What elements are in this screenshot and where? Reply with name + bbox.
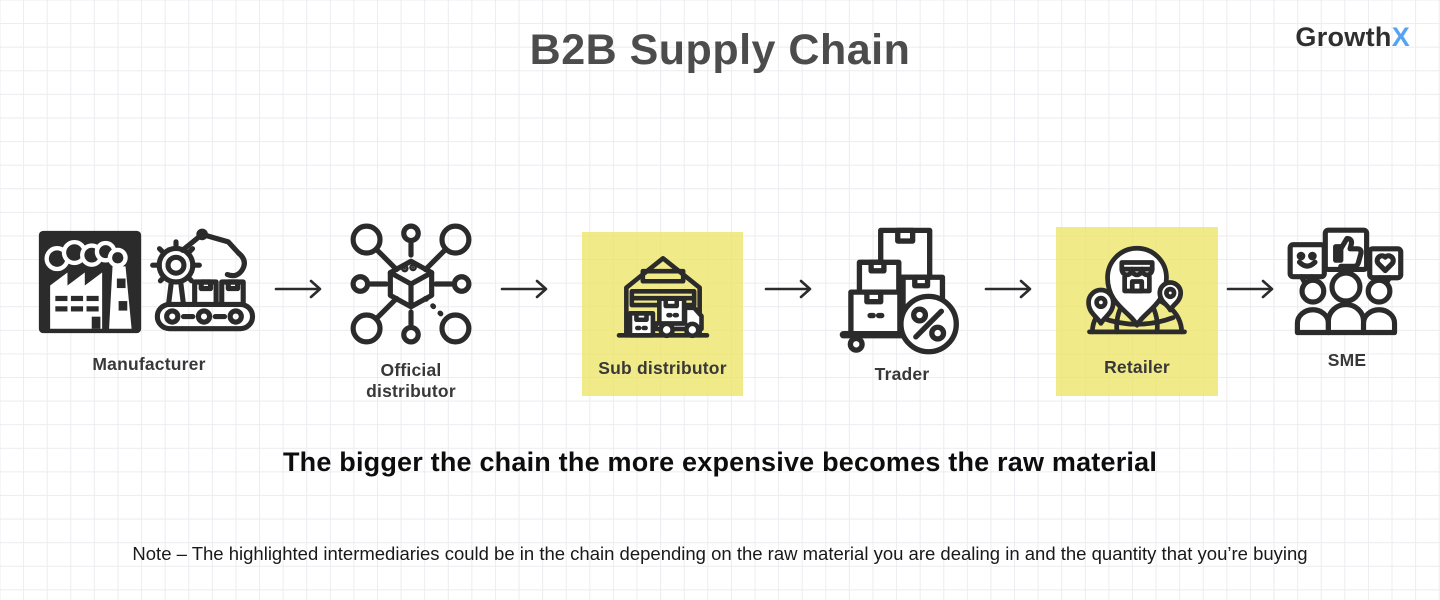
page-title: B2B Supply Chain [529,26,911,74]
manufacturer-icons [30,226,268,338]
stage-label-retailer: Retailer [1104,357,1170,377]
stage-label-official-distributor: Official distributor [366,360,456,401]
stage-manufacturer: Manufacturer [30,226,268,375]
stage-label-trader: Trader [874,364,930,384]
stage-sub-distributor: Sub distributor [582,232,743,396]
arrow-right-icon [1226,276,1280,302]
arrow-right-icon [274,276,328,302]
factory-icon [38,230,142,334]
stage-label-sme: SME [1327,350,1367,370]
robot-arm-conveyor-icon [148,226,260,338]
stage-trader: Trader [836,224,968,385]
store-location-globe-icon [1080,234,1194,348]
stage-retailer: Retailer [1056,227,1218,396]
stage-label-sub-distributor: Sub distributor [598,358,727,378]
logo-accent-x: X [1391,22,1410,52]
arrow-right-icon [764,276,818,302]
arrow-right-icon [500,276,554,302]
customers-feedback-icon [1285,224,1409,348]
distribution-network-icon [349,222,473,346]
stage-official-distributor: Official distributor [336,222,486,402]
stage-sme: SME [1282,224,1412,371]
tagline-text: The bigger the chain the more expensive … [282,447,1158,477]
warehouse-truck-icon [608,240,718,350]
boxes-discount-icon [838,224,966,356]
note-text: Note – The highlighted intermediaries co… [132,543,1308,564]
stage-label-manufacturer: Manufacturer [92,354,206,374]
growthx-logo: GrowthX [1295,22,1410,53]
arrow-right-icon [984,276,1038,302]
logo-text: Growth [1295,22,1392,52]
